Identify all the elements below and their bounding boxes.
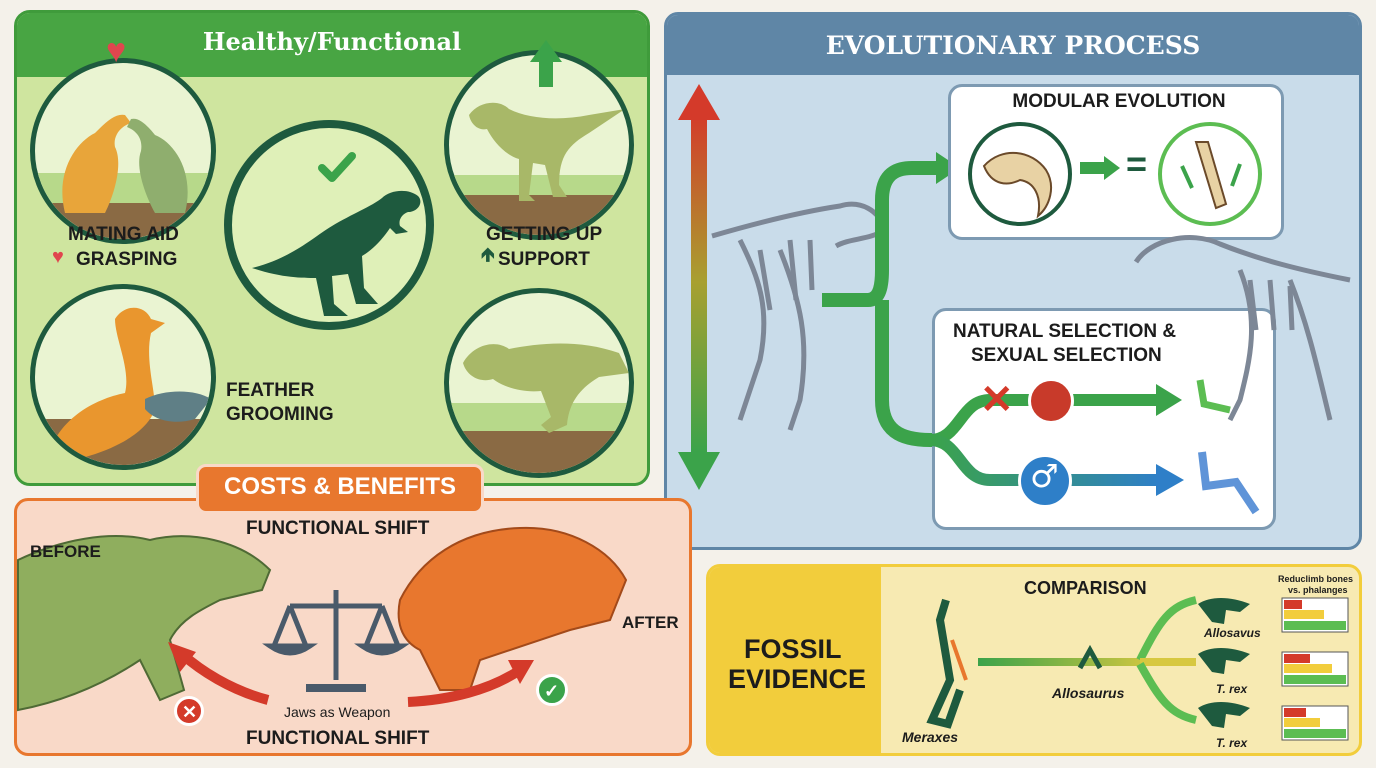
modular-arrow-icon (1080, 162, 1106, 174)
x-mark-icon: ✕ (980, 378, 1014, 422)
feather-label: FEATHER (226, 380, 315, 401)
jaws-label: Jaws as Weapon (284, 704, 391, 720)
evolution-banner (667, 15, 1359, 75)
male-symbol-icon: ♂ (1030, 457, 1059, 495)
equals-icon: = (1126, 143, 1148, 184)
before-label: BEFORE (30, 542, 101, 561)
support-circle (444, 288, 634, 478)
after-label: AFTER (622, 613, 679, 632)
functional-shift-top: FUNCTIONAL SHIFT (246, 518, 430, 539)
feathered-dino-icon (35, 307, 211, 465)
mating-aid-circle (30, 58, 216, 244)
modular-arrow-head (1104, 156, 1120, 180)
comparison-label: COMPARISON (1024, 578, 1147, 598)
chart-title-line2: vs. phalanges (1288, 585, 1348, 595)
benefit-check-icon: ✓ (536, 674, 568, 706)
fossil-title-line2: EVIDENCE (728, 664, 867, 694)
male-symbol-circle: ♂ (1018, 454, 1072, 508)
support-label: SUPPORT (498, 249, 590, 270)
trex-silhouette-icon (252, 152, 421, 316)
claw-icon (982, 152, 1053, 219)
species-label-3: T. rex (1216, 736, 1248, 750)
getting-up-label: GETTING UP (486, 224, 603, 245)
costs-title: COSTS & BENEFITS (223, 473, 457, 500)
mating-aid-label: MATING AID (68, 224, 179, 245)
cost-x-icon: ✕ (174, 696, 204, 726)
small-up-arrow-icon: 🡹 (481, 245, 495, 266)
functional-shift-bottom: FUNCTIONAL SHIFT (246, 728, 430, 749)
crouching-dino-icon (449, 343, 629, 473)
healthy-title: Healthy/Functional (202, 27, 462, 56)
fossil-title-line1: FOSSIL (744, 634, 842, 664)
grasping-label: GRASPING (76, 249, 178, 270)
fossil-header (709, 567, 881, 753)
chart-title-line1: Reduclimb bones (1278, 574, 1354, 584)
small-heart-icon: ♥ (52, 246, 64, 268)
bone-circle (1158, 122, 1262, 226)
feather-grooming-circle (30, 284, 216, 470)
central-trex-circle (224, 120, 434, 330)
costs-banner (196, 464, 484, 514)
mating-dinos-icon (35, 114, 211, 239)
up-arrow-stem (539, 61, 553, 87)
species-label-1: Allosavus (1204, 626, 1261, 640)
up-arrow-icon (530, 40, 562, 62)
allosaurus-label: Allosaurus (1052, 685, 1125, 701)
combat-circle-icon (1028, 378, 1074, 424)
modular-title: MODULAR EVOLUTION (1012, 91, 1226, 112)
bone-icon (1180, 141, 1242, 210)
claw-circle (968, 122, 1072, 226)
selection-title-line2: SEXUAL SELECTION (971, 345, 1162, 366)
fossil-panel (706, 564, 1362, 756)
heart-icon: ♥ (106, 32, 127, 70)
evolution-title: EVOLUTIONARY PROCESS (825, 31, 1201, 60)
species-label-2: T. rex (1216, 682, 1248, 696)
grooming-label: GROOMING (226, 404, 334, 425)
selection-title-line1: NATURAL SELECTION & (953, 321, 1177, 342)
standing-dino-icon (449, 102, 629, 235)
meraxes-label: Meraxes (902, 729, 959, 745)
